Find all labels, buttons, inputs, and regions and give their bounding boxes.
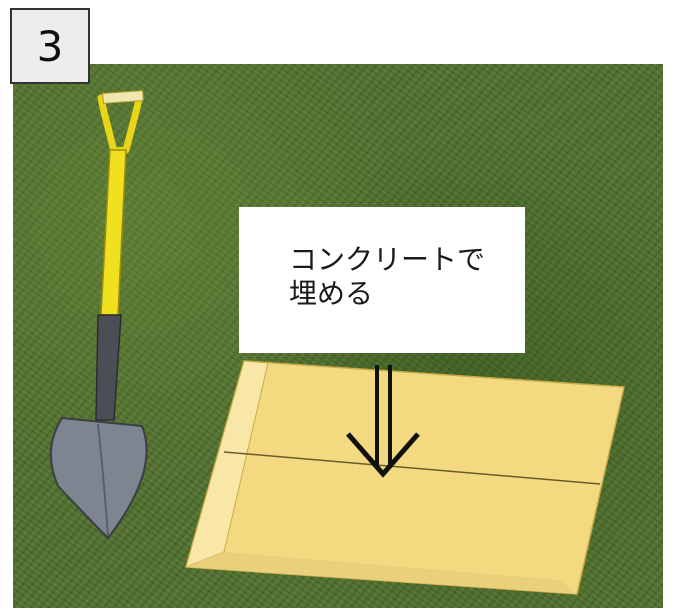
instruction-callout: コンクリートで 埋める — [239, 207, 525, 353]
shovel-blade — [49, 416, 148, 540]
double-down-arrow-icon — [346, 365, 420, 478]
shovel-icon — [49, 90, 148, 540]
step-number: 3 — [36, 21, 64, 71]
step-number-box: 3 — [10, 8, 90, 84]
shovel-neck — [95, 314, 122, 421]
concrete-edge-line — [223, 451, 601, 485]
instruction-text: コンクリートで 埋める — [289, 243, 486, 310]
shovel-handle — [100, 149, 127, 316]
concrete-pit — [185, 360, 625, 595]
concrete-bottom-edge — [186, 552, 577, 594]
